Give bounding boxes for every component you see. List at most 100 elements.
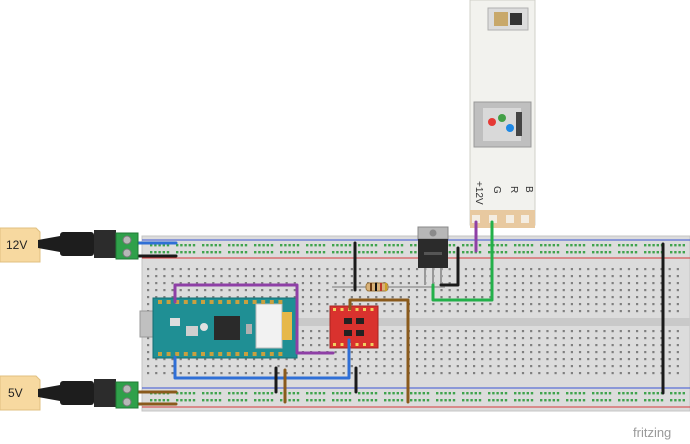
strip-hole [220,282,223,285]
rail-hole [192,244,196,247]
arduino-pin [201,300,205,304]
strip-hole [342,289,345,292]
strip-hole [318,344,321,347]
strip-hole [163,289,166,292]
rail-hole [410,251,413,254]
strip-hole [530,365,533,368]
rail-hole [596,399,599,402]
rail-hole [270,244,274,247]
rail-hole [218,244,222,247]
rail-hole [184,251,187,254]
strip-hole [619,365,622,368]
strip-hole [546,337,549,340]
strip-hole [562,268,565,271]
rail-hole [604,244,607,247]
strip-hole [554,310,557,313]
rail-hole [600,392,603,395]
strip-hole [636,310,639,313]
strip-hole [358,351,362,354]
arduino-pin [166,352,171,356]
rail-hole [418,399,421,402]
rail-hole [544,399,547,402]
strip-hole [424,358,427,361]
strip-hole [595,358,598,361]
strip-hole [546,282,549,285]
rail-hole [644,251,647,254]
rail-hole [184,392,187,395]
strip-hole [252,372,256,375]
strip-hole [538,289,541,292]
rail-hole [652,392,655,395]
rail-hole [448,399,451,402]
strip-hole [204,372,207,375]
rail-hole [322,251,326,254]
wire-brown-gate [348,298,410,404]
arduino-pin [252,300,257,304]
strip-hole [334,296,337,299]
arduino-pin [158,352,162,356]
rail-hole [496,399,499,402]
strip-hole [489,289,492,292]
strip-hole [562,358,565,361]
strip-hole [358,303,362,306]
strip-hole [440,358,443,361]
strip-hole [342,372,345,375]
rail-hole [470,244,473,247]
strip-hole [464,289,468,292]
strip-hole [187,282,190,285]
strip-hole [603,275,606,278]
rail-hole [570,244,573,247]
rail-hole [348,392,352,395]
rail-hole [214,399,217,402]
rail-hole [556,251,560,254]
strip-hole [464,358,468,361]
rail-hole [266,392,269,395]
rail-hole [306,399,309,402]
strip-hole [619,268,622,271]
strip-hole [644,337,647,340]
rail-hole [374,392,378,395]
strip-hole [415,310,419,313]
strip-hole [652,275,655,278]
strip-hole [497,275,500,278]
strip-hole [318,289,321,292]
wires [133,220,665,406]
rail-hole [618,399,621,402]
strip-hole [652,351,655,354]
strip-hole [538,358,541,361]
strip-hole [293,296,296,299]
rail-hole [418,392,421,395]
strip-hole [644,344,647,347]
led-strip: +12V G R B [469,0,536,228]
strip-hole [497,282,500,285]
rail-hole [296,244,300,247]
rail-hole [526,251,529,254]
rail-hole [660,399,664,402]
strip-hole [407,282,410,285]
rail-hole [618,392,621,395]
rail-hole [466,392,469,395]
rail-hole [522,244,525,247]
strip-hole [383,310,386,313]
rail-hole [188,392,191,395]
strip-hole [587,358,590,361]
strip-hole [407,275,410,278]
rail-hole [370,251,373,254]
rail-hole [682,251,685,254]
strip-hole [147,344,150,347]
rail-hole [280,251,283,254]
rail-hole [322,399,326,402]
strip-hole [163,275,166,278]
wire-purple-signal [173,283,335,355]
power-jack-12v: 12V [0,227,139,263]
wire-black-mosfet [439,246,460,287]
strip-hole [415,365,419,368]
rail-hole [176,399,179,402]
strip-hole [326,268,329,271]
rail-hole [218,392,222,395]
strip-hole [595,344,598,347]
strip-hole [636,358,639,361]
strip-hole [179,268,182,271]
rail-hole [218,399,222,402]
strip-hole [415,303,419,306]
